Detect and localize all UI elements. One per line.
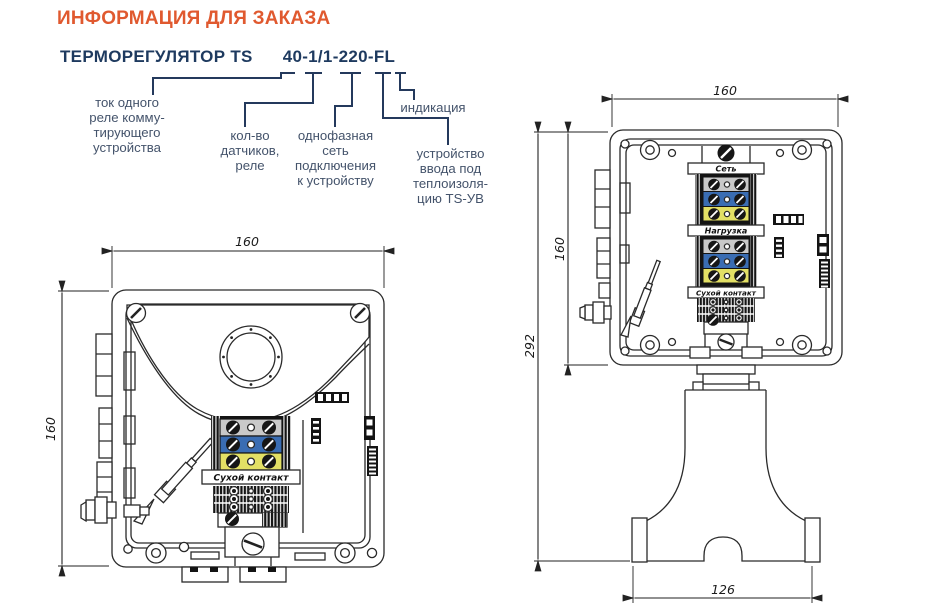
terminal-screw-icon — [225, 419, 241, 436]
side-dim-base-width: 126 — [711, 582, 735, 597]
corner-screw-icon — [349, 302, 371, 324]
legend-indication: индикация — [400, 100, 466, 115]
side-pedestal-stand — [631, 364, 821, 563]
model-line: ТЕРМОРЕГУЛЯТОР TS 40-1/1-220-FL — [60, 47, 395, 67]
terminal-screw-icon — [225, 453, 241, 470]
front-sensor-probe — [153, 437, 215, 504]
front-view-drawing: 160 160 — [43, 234, 395, 583]
side-bottom-bracket — [689, 313, 763, 359]
terminal-screw-icon — [261, 453, 277, 470]
front-lower-terminal-block — [213, 485, 289, 513]
front-gland-bolt — [123, 504, 150, 518]
side-terminal-block-net — [695, 174, 757, 225]
model-name: ТЕРМОРЕГУЛЯТОР TS — [60, 47, 253, 66]
front-enclosure — [111, 289, 385, 568]
side-strip-net: Сеть — [716, 165, 737, 174]
model-code: 40-1/1-220-FL — [282, 47, 396, 66]
front-cable-bracket — [217, 511, 288, 566]
legend-leader-lines — [152, 72, 449, 145]
front-cable-entry — [219, 325, 283, 389]
side-sensor-probe — [628, 259, 662, 328]
side-view-drawing: 160 160 292 126 Сеть — [522, 83, 849, 603]
front-strip-dry-contact: Сухой контакт — [213, 474, 289, 484]
corner-ring-screw-icon — [639, 139, 661, 161]
side-strip-load: Нагрузка — [705, 227, 748, 236]
corner-screw-icon — [125, 302, 147, 324]
side-lower-terminal-block — [697, 297, 755, 323]
corner-ring-screw-icon — [791, 139, 813, 161]
page-title: ИНФОРМАЦИЯ ДЛЯ ЗАКАЗА — [57, 8, 331, 29]
side-dimension-lines — [534, 94, 849, 603]
front-dim-width: 160 — [235, 234, 259, 249]
corner-ring-screw-icon — [639, 334, 661, 356]
side-terminal-block-load — [695, 236, 757, 287]
corner-ring-screw-icon — [791, 334, 813, 356]
side-top-bracket — [701, 144, 751, 163]
side-dim-box-height: 160 — [552, 237, 567, 261]
side-pcb-components — [773, 214, 830, 288]
legend-sensor-relay-count: кол-во датчиков, реле — [220, 128, 280, 173]
front-pcb-components — [311, 392, 378, 476]
front-mounting-tabs — [181, 566, 287, 583]
front-cable-glands — [80, 333, 136, 524]
side-dim-width: 160 — [713, 83, 737, 98]
front-strip-plate — [201, 469, 301, 485]
legend-network: однофазная сеть подключения к устройству — [294, 128, 377, 188]
terminal-screw-icon — [261, 436, 277, 453]
terminal-screw-icon — [261, 419, 277, 436]
front-dimension-lines — [58, 246, 395, 577]
side-dim-total-height: 292 — [522, 334, 537, 358]
side-cable-glands — [579, 169, 631, 324]
front-dim-height: 160 — [43, 417, 58, 441]
terminal-screw-icon — [225, 436, 241, 453]
legend-relay-current: ток одного реле комму- тирующего устройс… — [89, 95, 165, 155]
front-terminal-block — [211, 416, 291, 474]
front-bottom-fasteners — [123, 541, 378, 564]
side-strip-dry-contact: Сухой контакт — [696, 289, 757, 298]
legend-input-device: устройство ввода под теплоизоля- цию TS-… — [412, 146, 489, 206]
side-clamp-lever — [620, 315, 632, 338]
